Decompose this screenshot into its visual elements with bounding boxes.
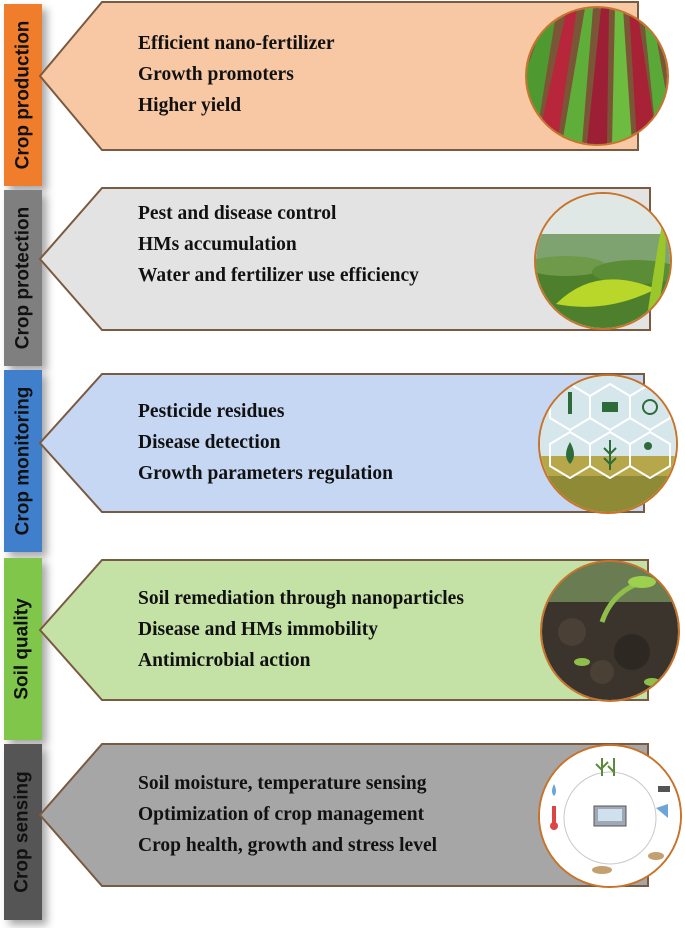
- arrow-panel-shape: [38, 559, 649, 701]
- panel-crop-protection: Pest and disease control HMs accumulatio…: [38, 186, 683, 332]
- tab-crop-production: Crop production: [4, 4, 42, 186]
- panel-crop-monitoring: Pesticide residues Disease detection Gro…: [38, 372, 683, 514]
- list-item: Pest and disease control: [138, 203, 337, 224]
- list-item: Optimization of crop management: [138, 804, 425, 825]
- list-item: Disease detection: [138, 432, 281, 453]
- tab-label: Crop production: [12, 20, 33, 170]
- list-item: Soil remediation through nanoparticles: [138, 588, 464, 609]
- arrow-panel-shape: [38, 743, 649, 887]
- arrow-panel-shape: [38, 1, 639, 151]
- list-item: Crop health, growth and stress level: [138, 835, 438, 856]
- panel-soil-quality: Soil remediation through nanoparticles D…: [38, 558, 683, 702]
- panel-crop-sensing: Soil moisture, temperature sensing Optim…: [38, 742, 683, 888]
- list-item: Growth promoters: [138, 64, 294, 85]
- list-item: Disease and HMs immobility: [138, 619, 378, 640]
- list-item: Water and fertilizer use efficiency: [138, 265, 419, 286]
- tab-label: Crop protection: [12, 206, 33, 350]
- tab-label: Crop monitoring: [12, 386, 33, 536]
- list-item: Growth parameters regulation: [138, 463, 393, 484]
- tab-crop-monitoring: Crop monitoring: [4, 370, 42, 552]
- smart-farming-hexagon-photo-icon: [538, 374, 678, 514]
- iot-sensor-diagram-icon: [538, 744, 682, 888]
- tab-label: Soil quality: [12, 598, 34, 700]
- list-item: Soil moisture, temperature sensing: [138, 773, 427, 794]
- tea-field-leaf-photo-icon: [534, 192, 672, 330]
- crop-rows-photo-icon: [525, 6, 669, 146]
- list-item: Antimicrobial action: [138, 650, 311, 671]
- list-item: Higher yield: [138, 95, 242, 116]
- list-item: HMs accumulation: [138, 234, 297, 255]
- tab-crop-sensing: Crop sensing: [4, 744, 42, 920]
- tab-soil-quality: Soil quality: [4, 558, 42, 740]
- arrow-panel-shape: [38, 187, 651, 331]
- tab-label: Crop sensing: [12, 771, 33, 893]
- list-item: Pesticide residues: [138, 401, 285, 422]
- tab-crop-protection: Crop protection: [4, 190, 42, 366]
- arrow-panel-shape: [38, 373, 645, 513]
- soil-seedling-photo-icon: [540, 560, 680, 702]
- list-item: Efficient nano-fertilizer: [138, 33, 335, 54]
- panel-crop-production: Efficient nano-fertilizer Growth promote…: [38, 0, 683, 152]
